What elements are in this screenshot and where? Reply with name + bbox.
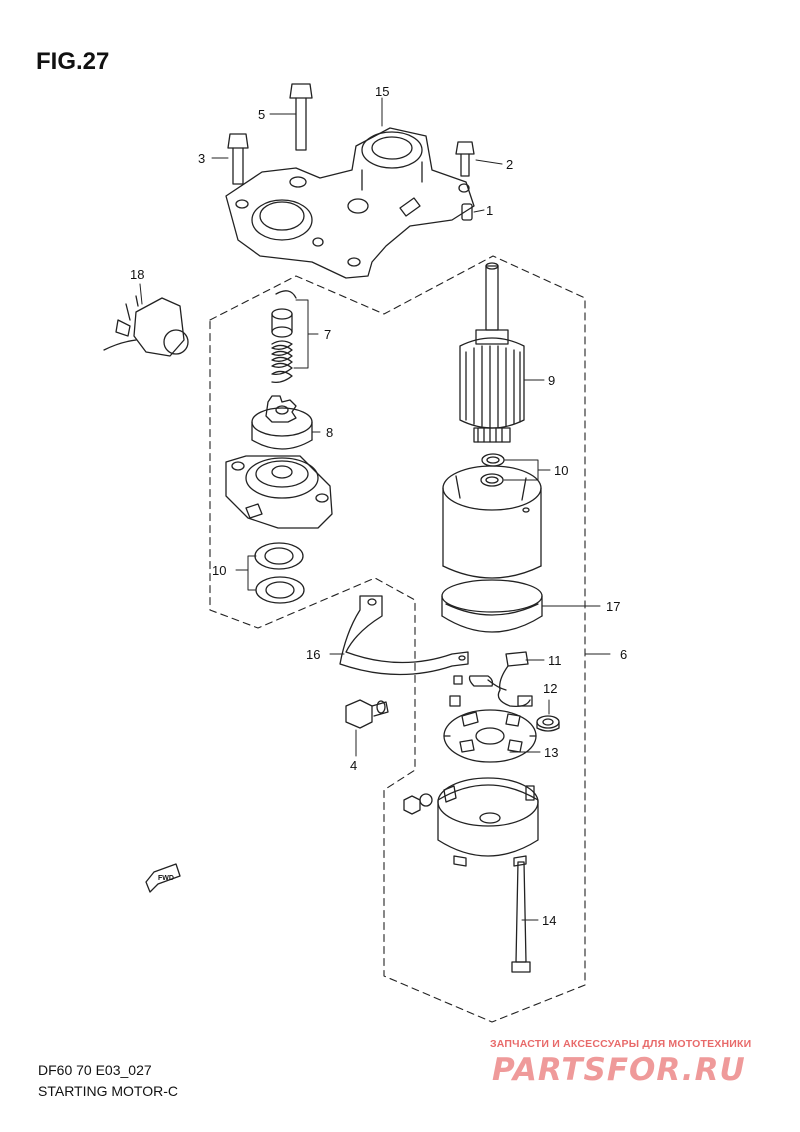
brush-holder-13 — [443, 709, 537, 763]
nut — [403, 795, 421, 815]
armature-9 — [459, 262, 525, 443]
fwd-arrow-icon: FWD — [145, 863, 181, 893]
pinion-sleeve — [271, 308, 293, 338]
leader-lines — [139, 97, 611, 921]
brush-set-11 — [449, 651, 533, 708]
callout-10-left: 10 — [212, 563, 226, 578]
callout-4: 4 — [350, 758, 357, 773]
callout-10-right: 10 — [554, 463, 568, 478]
model-code: DF60 70 E03_027 — [38, 1062, 152, 1078]
strap-16 — [339, 595, 469, 676]
fwd-label: FWD — [158, 875, 174, 882]
watermark-tagline: ЗАПЧАСТИ И АКСЕССУАРЫ ДЛЯ МОТОТЕХНИКИ — [490, 1038, 752, 1050]
callout-7: 7 — [324, 327, 331, 342]
lock-washer — [419, 793, 433, 807]
pinion-gear-8 — [251, 395, 313, 450]
callout-17: 17 — [606, 599, 620, 614]
drive-end-housing — [225, 455, 333, 529]
callout-2: 2 — [506, 157, 513, 172]
bolt-3 — [227, 133, 249, 185]
callouts: 1 2 3 4 5 6 7 8 9 10 10 11 12 13 14 15 1… — [130, 84, 627, 928]
retainer-clip — [275, 290, 297, 299]
callout-18: 18 — [130, 267, 144, 282]
bolt-4 — [345, 699, 389, 729]
callout-14: 14 — [542, 913, 556, 928]
bolt-5 — [289, 83, 313, 151]
callout-12: 12 — [543, 681, 557, 696]
washer-left-a — [254, 542, 304, 570]
bushing-12 — [536, 715, 560, 732]
through-bolt-14 — [511, 861, 531, 973]
solenoid-18 — [103, 295, 189, 357]
yoke — [442, 465, 542, 579]
callout-9: 9 — [548, 373, 555, 388]
watermark-brand: PARTSFOR.RU — [492, 1052, 746, 1088]
callout-6: 6 — [620, 647, 627, 662]
washer-right-a — [481, 453, 505, 467]
callout-1: 1 — [486, 203, 493, 218]
callout-13: 13 — [544, 745, 558, 760]
band-17 — [441, 579, 543, 633]
washer-left-b — [255, 576, 305, 604]
figure-title: FIG.27 — [36, 48, 110, 75]
callout-5: 5 — [258, 107, 265, 122]
mounting-bracket — [225, 127, 475, 279]
callout-11: 11 — [548, 653, 562, 668]
assembly-boundary — [209, 255, 586, 1023]
callout-15: 15 — [375, 84, 389, 99]
callout-3: 3 — [198, 151, 205, 166]
collar-1 — [461, 203, 473, 221]
washer-right-b — [480, 473, 504, 487]
figure-caption: STARTING MOTOR-C — [38, 1083, 178, 1099]
callout-16: 16 — [306, 647, 320, 662]
end-cover — [437, 777, 539, 867]
callout-8: 8 — [326, 425, 333, 440]
bolt-2 — [455, 141, 475, 177]
return-spring — [271, 340, 293, 384]
